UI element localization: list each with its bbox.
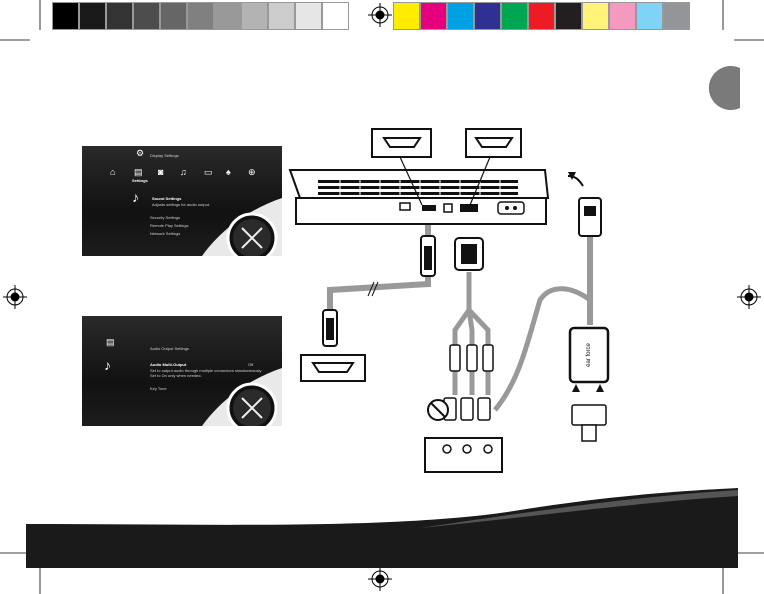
gray-swatch (160, 2, 187, 30)
color-swatch (636, 2, 663, 30)
gray-swatch (268, 2, 295, 30)
audio-multi-output-screen: Audio Output Settings ▤ ♪ Audio Multi-Ou… (82, 316, 282, 426)
color-swatch (582, 2, 609, 30)
network-icon: ⊕ (248, 167, 256, 177)
audio-multi-output-label: Audio Multi-Output (150, 362, 187, 367)
gray-swatch (187, 2, 214, 30)
gray-swatch (322, 2, 349, 30)
sound-settings-label: Sound Settings (152, 196, 182, 201)
gray-swatch (295, 2, 322, 30)
xmb-settings-screen: ⚙ Display Settings ⌂ ▤ Settings ◙ ♫ ▭ ♠ … (82, 146, 282, 256)
color-swatch (609, 2, 636, 30)
color-swatch (555, 2, 582, 30)
gray-swatch (52, 2, 79, 30)
registration-mark-bottom (368, 567, 392, 591)
registration-mark-right (737, 285, 761, 309)
gray-swatch (79, 2, 106, 30)
hdmi-port-callout (371, 128, 522, 158)
home-icon: ⌂ (110, 167, 116, 177)
sound-settings-icon: ♪ (104, 357, 111, 373)
gray-swatch (214, 2, 241, 30)
hdmi-cable (300, 225, 436, 382)
gray-swatch (106, 2, 133, 30)
gray-swatch (133, 2, 160, 30)
camera-icon: ◙ (158, 167, 164, 177)
audio-multi-output-value: Off (248, 362, 254, 367)
section-tab (708, 65, 740, 111)
registration-mark-top (368, 3, 392, 27)
console-illustration (288, 169, 550, 225)
gray-swatch (241, 2, 268, 30)
audio-output-settings-label: Audio Output Settings (150, 346, 189, 351)
audio-multi-output-desc-1: Set to output audio through multiple con… (150, 368, 263, 373)
sound-settings-icon: ♪ (132, 189, 139, 205)
settings-icon: ▤ (106, 337, 115, 347)
audio-multi-output-desc-2: Set to On only when needed. (150, 373, 202, 378)
display-settings-label: Display Settings (150, 153, 179, 158)
color-swatch (393, 2, 420, 30)
game-icon: ♠ (226, 167, 231, 177)
settings-label: Settings (132, 178, 148, 183)
color-bar (52, 2, 690, 30)
remote-play-settings-label: Remote Play Settings (150, 223, 189, 228)
network-settings-label: Network Settings (150, 231, 181, 236)
x-button-overlay (202, 368, 282, 426)
display-settings-icon: ⚙ (136, 148, 145, 158)
color-swatch (420, 2, 447, 30)
x-button-overlay (202, 198, 282, 256)
color-swatch (474, 2, 501, 30)
registration-mark-left (3, 285, 27, 309)
sound-settings-desc: Adjusts settings for audio output. (152, 202, 211, 207)
video-icon: ▭ (204, 167, 213, 177)
key-tone-label: Key Tone (150, 386, 167, 391)
security-settings-label: Security Settings (150, 215, 181, 220)
swatch-gap (349, 2, 393, 30)
color-swatch (501, 2, 528, 30)
color-swatch (663, 2, 690, 30)
color-swatch (447, 2, 474, 30)
color-swatch (528, 2, 555, 30)
music-icon: ♫ (180, 167, 187, 177)
av-multi-cable (424, 237, 592, 473)
device-label: ear force (586, 343, 592, 367)
usb-cable: ear force (567, 172, 610, 442)
settings-icon: ▤ (134, 167, 143, 177)
